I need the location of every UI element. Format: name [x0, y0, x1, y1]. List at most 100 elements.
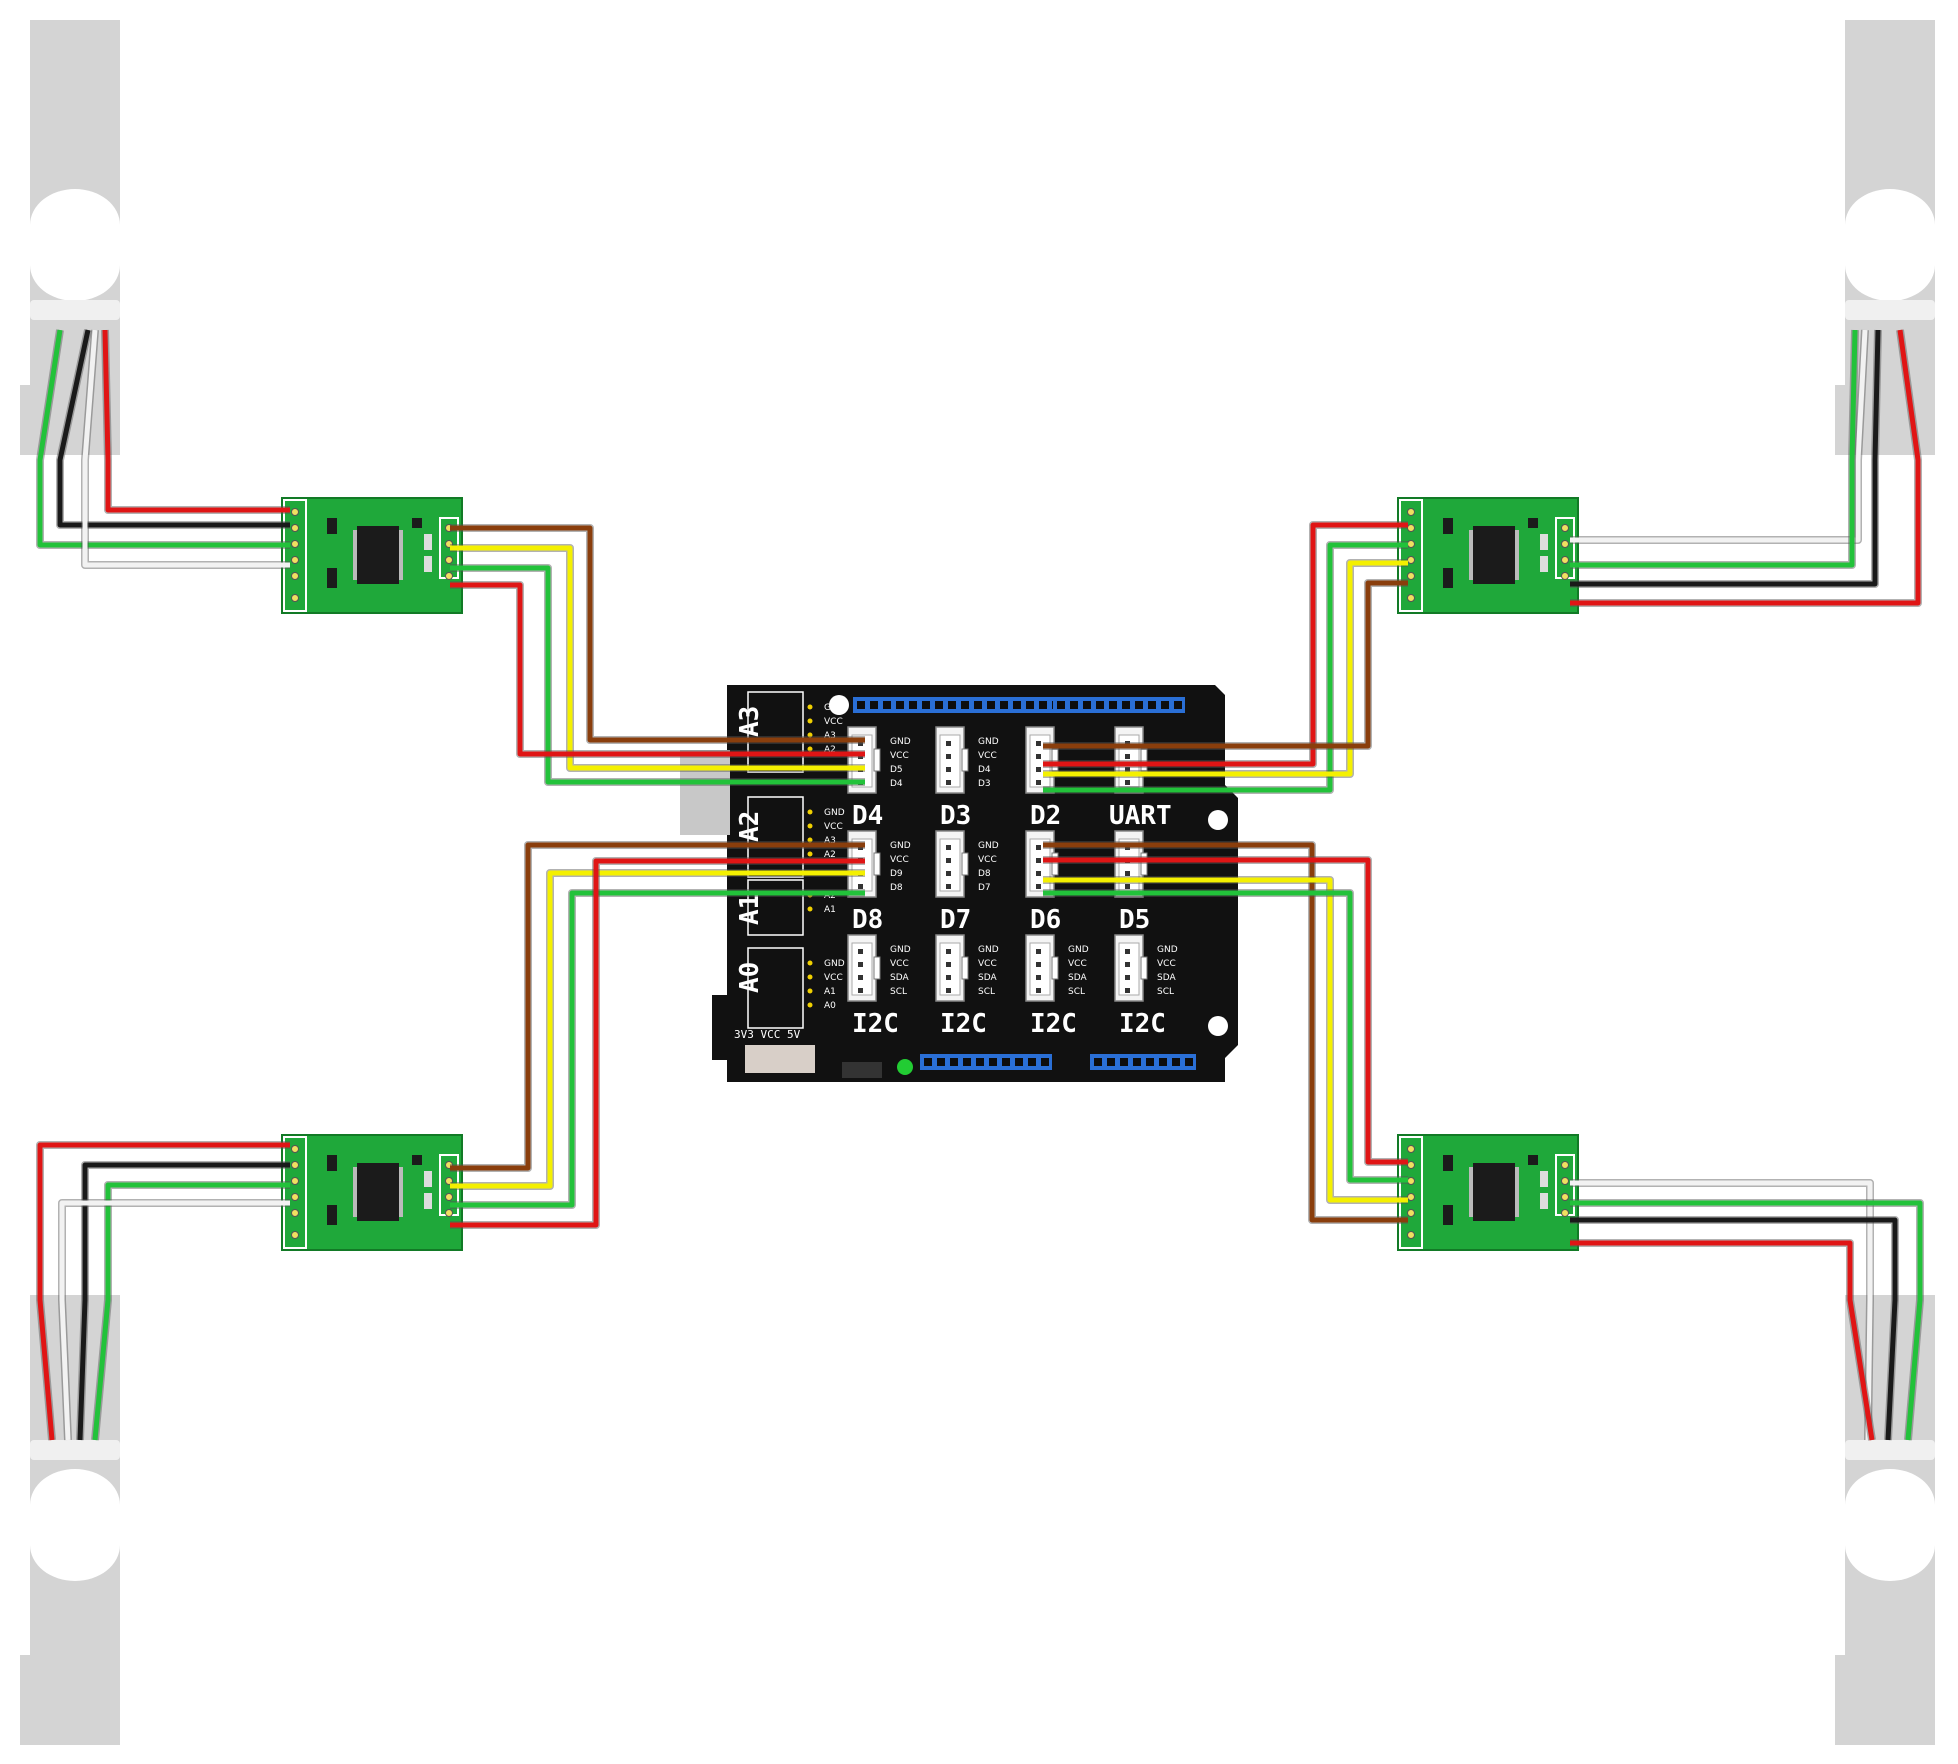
wire-bl-cell-green [92, 1182, 290, 1441]
grove-pin-label: SDA [890, 973, 909, 983]
grove-pin-label: SDA [1157, 973, 1176, 983]
power-led [897, 1059, 913, 1075]
grove-pin-label: D8 [890, 883, 903, 893]
analog-pin-label: A2 [824, 745, 836, 755]
wires [36, 329, 1924, 1441]
wire-bl-cell-red [37, 1142, 290, 1441]
grove-pin-label: D3 [978, 779, 991, 789]
analog-port-label: A0 [735, 962, 765, 993]
grove-port: D6 [1025, 830, 1061, 935]
grove-pin-label: SCL [890, 987, 907, 997]
grove-pin-label: VCC [1068, 959, 1087, 969]
grove-port: D5 [1114, 830, 1150, 935]
analog-pin-label: VCC [824, 973, 843, 983]
wire-tl-red [450, 582, 865, 757]
grove-port-label: I2C [852, 1009, 899, 1039]
grove-port-label: D6 [1030, 905, 1061, 935]
wire-tl-cell-black [57, 329, 290, 528]
analog-pin-label: A2 [824, 850, 836, 860]
grove-port: UART [1109, 726, 1172, 831]
analog-pin-label: A3 [824, 731, 836, 741]
analog-pin-label: A1 [824, 987, 836, 997]
digital-header-1 [853, 697, 1063, 713]
analog-pin-label: A2 [824, 891, 836, 901]
analog-pin-label: A3 [824, 836, 836, 846]
analog-header [1090, 1054, 1196, 1070]
hx711-module-top-right [1397, 497, 1579, 614]
grove-pin-label: D7 [978, 883, 991, 893]
grove-pin-label: SDA [1068, 973, 1087, 983]
analog-pin-label: A0 [824, 1001, 836, 1011]
grove-pin-label: VCC [978, 959, 997, 969]
wire-tl-cell-green [37, 329, 290, 548]
analog-pin-label: VCC [824, 822, 843, 832]
wire-br-red [1043, 857, 1408, 1165]
digital-header-2 [1053, 697, 1185, 713]
grove-pin-label: GND [890, 945, 911, 955]
grove-pin-label: D8 [978, 869, 991, 879]
wire-bl-yellow [450, 870, 865, 1189]
wire-br-cell-white [1570, 1180, 1873, 1441]
analog-pin-label: GND [824, 703, 845, 713]
wire-tr-green [1043, 542, 1408, 793]
load-cell-bottom-right [1835, 1295, 1935, 1745]
grove-pin-label: GND [1157, 945, 1178, 955]
pin-headers [853, 697, 1196, 1070]
grove-port-label: D4 [852, 801, 883, 831]
grove-pin-label: VCC [890, 959, 909, 969]
wire-bl-red [450, 858, 865, 1228]
wire-tr-cell-red [1570, 329, 1921, 606]
grove-pin-label: SCL [978, 987, 995, 997]
grove-port-label: D3 [940, 801, 971, 831]
analog-port-label: A1 [735, 894, 765, 925]
wire-tl-cell-red [102, 329, 290, 513]
grove-pin-label: SCL [1157, 987, 1174, 997]
wire-tl-yellow [450, 545, 865, 771]
grove-pin-label: GND [978, 945, 999, 955]
grove-pin-label: VCC [978, 855, 997, 865]
wire-tr-brown [1043, 580, 1408, 749]
usb-connector [680, 750, 730, 835]
load-cell-bottom-left [20, 1295, 120, 1745]
power-label: 3V3 VCC 5V [734, 1028, 801, 1041]
hx711-module-top-left [281, 497, 463, 614]
grove-pin-label: SDA [978, 973, 997, 983]
grove-pin-label: VCC [1157, 959, 1176, 969]
wire-bl-cell-white [59, 1200, 290, 1441]
wire-tl-cell-white [82, 329, 290, 568]
grove-pin-label: D5 [890, 765, 903, 775]
wire-br-cell-red [1570, 1240, 1875, 1441]
grove-port-label: UART [1109, 801, 1172, 831]
wire-tr-red [1043, 522, 1408, 767]
grove-port-label: I2C [1119, 1009, 1166, 1039]
analog-pin-label: VCC [824, 717, 843, 727]
grove-pin-label: VCC [890, 855, 909, 865]
analog-port-label: A2 [735, 811, 765, 842]
grove-pin-label: D9 [890, 869, 903, 879]
wire-tr-cell-white [1570, 329, 1868, 543]
grove-pin-label: GND [978, 841, 999, 851]
wire-tr-cell-black [1570, 329, 1881, 587]
grove-port-label: D7 [940, 905, 971, 935]
analog-port-label: A3 [735, 706, 765, 737]
wire-br-brown [1043, 842, 1408, 1223]
analog-pin-label: GND [824, 808, 845, 818]
grove-pin-label: D4 [890, 779, 903, 789]
grove-port: GND VCC SDA SCL I2C [1114, 934, 1178, 1039]
wire-br-cell-black [1570, 1217, 1898, 1441]
grove-pin-label: GND [978, 737, 999, 747]
grove-port: GND VCC SDA SCL I2C [847, 934, 911, 1039]
hx711-module-bottom-right [1397, 1134, 1579, 1251]
